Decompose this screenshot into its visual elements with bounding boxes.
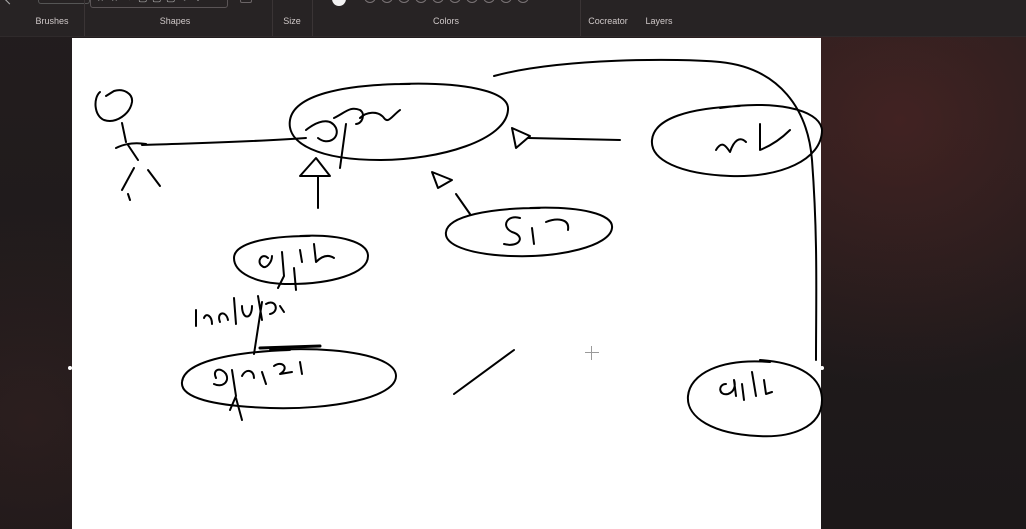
layers-button[interactable]: Layers — [636, 0, 682, 36]
divider — [312, 0, 313, 36]
divider — [272, 0, 273, 36]
connector-line — [493, 58, 818, 361]
cocreator-button[interactable]: Cocreator — [582, 0, 634, 36]
include-annotation — [195, 295, 285, 327]
lightning-shape-icon[interactable]: ϟ — [194, 0, 201, 4]
generalization-arrow — [431, 171, 471, 215]
star-shape-icon[interactable]: ☆ — [110, 0, 119, 4]
canvas-resize-handle-left[interactable] — [68, 366, 72, 370]
cocreator-label: Cocreator — [588, 16, 628, 26]
callout-shape-icon[interactable]: ▢ — [152, 0, 161, 4]
toolbar: Brushes ☆ ☆ ⇨ ▢ ▢ ▢ ♡ ϟ Shapes Size Colo… — [0, 0, 1026, 37]
colors-label: Colors — [432, 16, 459, 26]
use-case-ellipse — [288, 82, 510, 169]
loose-stroke — [453, 349, 515, 395]
shapes-expand-icon[interactable] — [240, 0, 252, 3]
shapes-gallery[interactable] — [90, 0, 228, 8]
callout-shape-icon[interactable]: ▢ — [138, 0, 147, 4]
shapes-group[interactable]: ☆ ☆ ⇨ ▢ ▢ ▢ ♡ ϟ Shapes — [84, 0, 266, 36]
use-case-ellipse — [180, 344, 397, 421]
divider — [580, 0, 581, 36]
arrow-shape-icon[interactable]: ⇨ — [124, 0, 132, 4]
crosshair-cursor-icon — [585, 346, 599, 360]
use-case-ellipse — [233, 234, 369, 291]
brushes-group[interactable]: Brushes — [20, 0, 90, 36]
include-line — [253, 301, 263, 355]
brushes-label: Brushes — [35, 16, 69, 26]
actor-stick-figure — [94, 89, 161, 201]
heart-shape-icon[interactable]: ♡ — [180, 0, 189, 4]
association-line — [141, 137, 307, 146]
callout-shape-icon[interactable]: ▢ — [166, 0, 175, 4]
brush-preview-icon[interactable] — [38, 0, 90, 4]
canvas-resize-handle-right[interactable] — [820, 366, 824, 370]
drawing-canvas[interactable] — [72, 38, 821, 529]
layers-label: Layers — [645, 16, 673, 26]
use-case-ellipse — [444, 206, 613, 258]
colors-group[interactable]: Colors — [312, 0, 580, 36]
generalization-arrow — [511, 127, 621, 149]
star-shape-icon[interactable]: ☆ — [96, 0, 105, 4]
shapes-label: Shapes — [159, 16, 191, 26]
generalization-arrow — [299, 157, 331, 209]
use-case-ellipse — [686, 359, 823, 438]
size-group[interactable]: Size — [272, 0, 312, 36]
use-case-ellipse — [650, 103, 823, 178]
size-label: Size — [283, 16, 301, 26]
divider — [84, 0, 85, 36]
